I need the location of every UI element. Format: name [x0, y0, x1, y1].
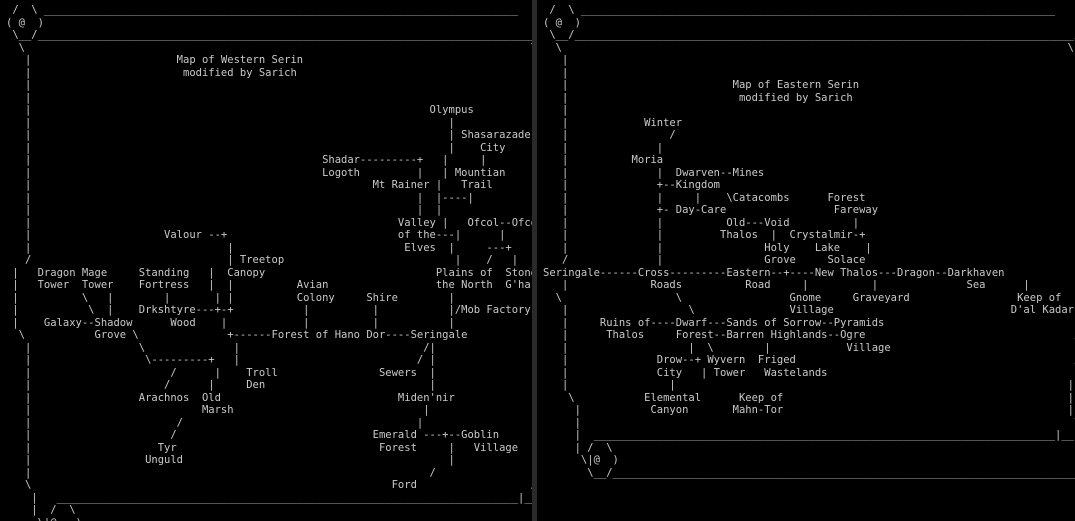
western-serin-ascii-map: / \ ____________________________________…	[6, 4, 532, 521]
eastern-serin-ascii-map: / \ ____________________________________…	[543, 4, 1075, 479]
western-serin-map-panel: / \ ____________________________________…	[0, 0, 532, 521]
panel-divider	[532, 0, 537, 521]
eastern-serin-map-panel: / \ ____________________________________…	[537, 0, 1075, 521]
